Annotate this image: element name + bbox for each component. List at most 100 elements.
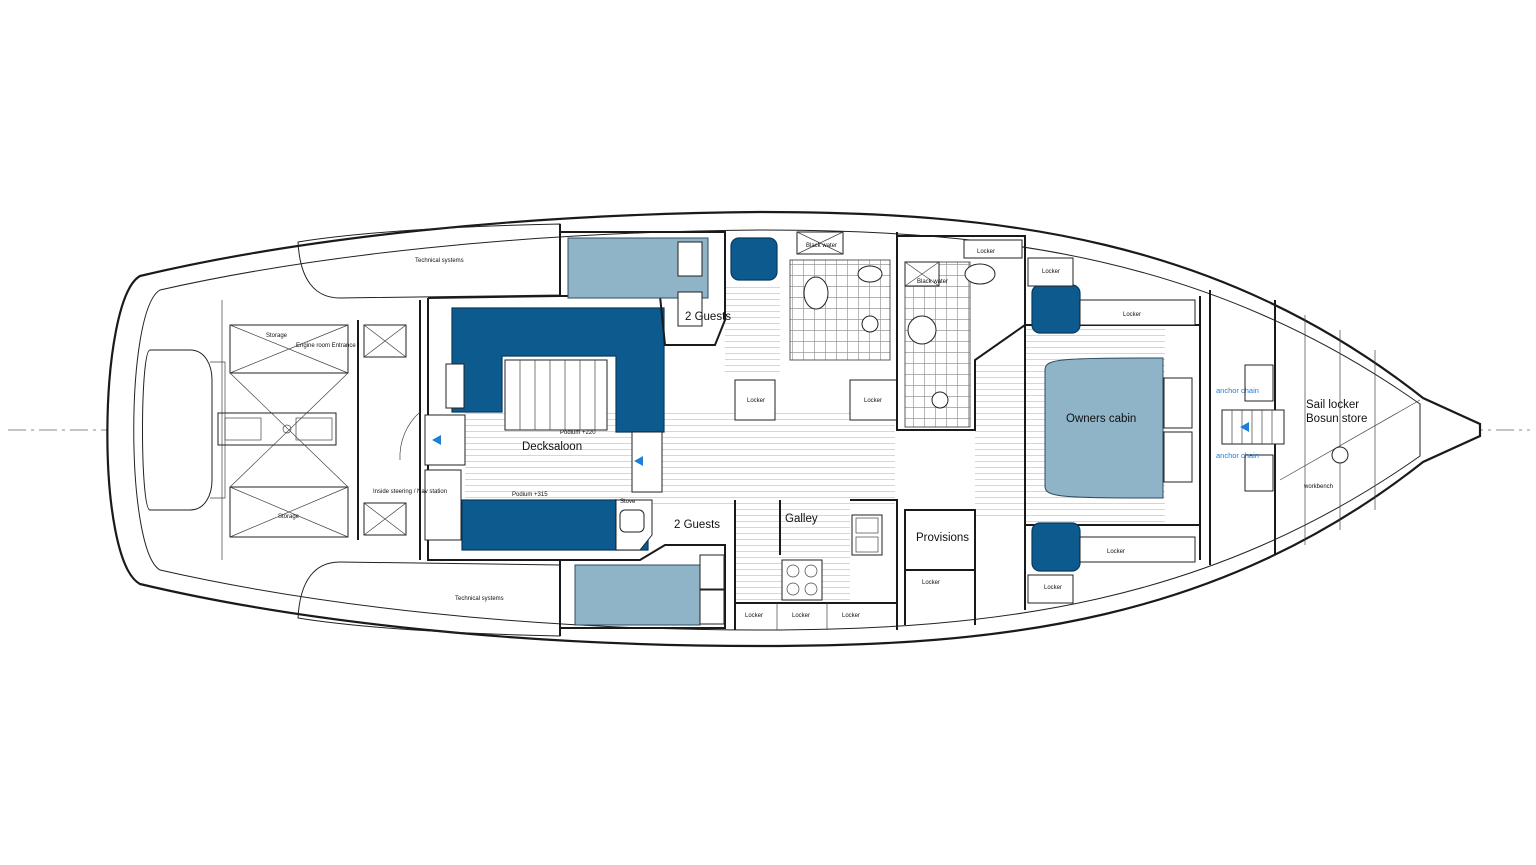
drain-aft: [861, 315, 879, 333]
sink-aft: [857, 265, 883, 283]
provisions-label: Provisions: [916, 532, 969, 544]
guest-pillow-upper-1: [677, 241, 703, 277]
burner-4: [804, 582, 818, 596]
guest-cabin-lower-wall: [560, 544, 726, 629]
guest-pillow-lower-1: [699, 554, 725, 590]
chain-well-lower: [1244, 454, 1274, 492]
galley-cooktop: [781, 559, 823, 601]
galley-sink-bowl-2: [855, 536, 879, 553]
storage-lower-label: Storage: [278, 514, 300, 520]
black-water-aft-label: Black water: [806, 243, 837, 249]
owners-cabin-label: Owners cabin: [1066, 413, 1136, 425]
galley-label: Galley: [785, 513, 818, 525]
aft-cabin-floor: [725, 285, 780, 375]
companionway-arrow: [634, 456, 643, 466]
engine-room-label: Engine room Entrance: [296, 343, 356, 349]
saloon-boundary: [427, 224, 561, 636]
windlass: [1221, 409, 1285, 445]
locker-owners-2-label: Locker: [1123, 312, 1141, 318]
burner-3: [786, 582, 800, 596]
owners-chair-upper: [1031, 284, 1081, 334]
locker-galley-1-label: Locker: [745, 613, 763, 619]
storage-aft-lower: [229, 486, 349, 538]
owners-locker-upper-1: [1027, 257, 1074, 287]
locker-saloon-1-label: Locker: [747, 398, 765, 404]
chain-arrow: [1240, 422, 1249, 432]
locker-galley-2-label: Locker: [792, 613, 810, 619]
storage-aft-upper: [229, 324, 349, 374]
helm-seat-lower-x: [363, 502, 407, 536]
sail-locker-lines: [1279, 315, 1421, 545]
saloon-table-lines: [519, 360, 596, 430]
storage-upper-label: Storage: [266, 333, 288, 339]
toilet-fwd: [907, 315, 937, 345]
galley-sink: [851, 514, 883, 556]
owners-cabin-wall: [1024, 250, 1201, 610]
saloon-settee-upper: [451, 307, 665, 433]
provisions-locker-wall: [904, 570, 976, 625]
podium-315-label: Podium +315: [512, 492, 548, 498]
black-water-aft-x: [796, 231, 844, 255]
forward-locker-top: [963, 239, 1023, 259]
nav-console: [424, 469, 462, 541]
owners-locker-upper-2: [1079, 299, 1196, 326]
galley-wall: [734, 499, 898, 630]
chain-well-upper: [1244, 364, 1274, 402]
black-water-fwd-x: [904, 261, 940, 287]
technical-systems-upper-label: Technical systems: [415, 258, 464, 264]
forward-floor: [975, 360, 1025, 520]
workbench-label: workbench: [1303, 484, 1333, 490]
burner-2: [804, 564, 818, 578]
saloon-settee-lower: [461, 499, 617, 551]
guest-pillow-upper-2: [677, 291, 703, 327]
nav-door-arc: [399, 411, 421, 461]
engine-hatch-inner-right: [295, 417, 333, 441]
engine-hatch-handle: [282, 424, 292, 434]
locker-galley-3-label: Locker: [842, 613, 860, 619]
drain-fwd: [931, 391, 949, 409]
owners-locker-lower-1: [1079, 536, 1196, 563]
saloon-locker-2: [849, 379, 898, 421]
engine-hatch: [217, 412, 337, 446]
technical-systems-lower: [297, 561, 561, 637]
bosun-store-label: Bosun store: [1306, 413, 1367, 425]
anchor-chain-upper-label: anchor chain: [1216, 386, 1259, 395]
locker-fwd-top-label: Locker: [977, 249, 995, 255]
black-water-fwd-label: Black water: [917, 279, 948, 285]
saloon-side-table: [445, 363, 465, 409]
helm-seat-upper-x: [363, 324, 407, 358]
nav-arrow: [432, 435, 441, 445]
sink-fwd: [964, 263, 996, 285]
owners-bed: [1044, 357, 1164, 499]
podium-220-label: Podium +220: [560, 430, 596, 436]
anchor-chain-lower-label: anchor chain: [1216, 451, 1259, 460]
owners-locker-lower-2: [1027, 574, 1074, 604]
guest-chair-upper: [730, 237, 778, 281]
storage-aft-cross: [229, 324, 349, 538]
locker-owners-4-label: Locker: [1044, 585, 1062, 591]
guest-pillow-lower-2: [699, 589, 725, 625]
transom: [142, 349, 213, 511]
sail-locker-label: Sail locker: [1306, 399, 1359, 411]
guests-lower-label: 2 Guests: [674, 519, 720, 531]
technical-systems-lower-label: Technical systems: [455, 596, 504, 602]
saloon-table: [504, 359, 608, 431]
stove-label: Stove: [620, 499, 636, 505]
guest-bed-lower: [574, 564, 701, 626]
locker-provisions-label: Locker: [922, 580, 940, 586]
locker-saloon-2-label: Locker: [864, 398, 882, 404]
workbench-vice: [1331, 446, 1349, 464]
owners-chair-lower: [1031, 522, 1081, 572]
galley-locker-dividers: [776, 603, 828, 630]
toilet-aft: [803, 276, 829, 310]
decksaloon-label: Decksaloon: [522, 441, 582, 453]
galley-sink-bowl-1: [855, 517, 879, 534]
burner-1: [786, 564, 800, 578]
stove-sink: [619, 509, 645, 533]
steering-bulkhead: [357, 300, 421, 560]
owners-pillow-1: [1163, 377, 1193, 429]
engine-hatch-inner-left: [224, 417, 262, 441]
guests-upper-label: 2 Guests: [685, 311, 731, 323]
saloon-locker-1: [734, 379, 776, 421]
